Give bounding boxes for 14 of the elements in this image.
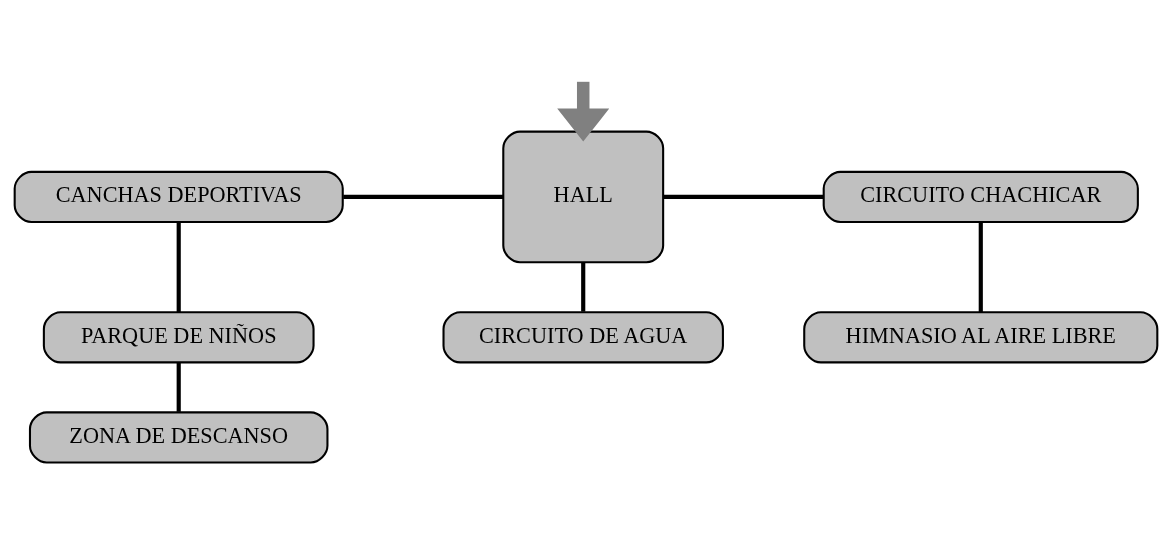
node-box: CIRCUITO CHACHICAR bbox=[822, 170, 1139, 223]
node-box: PARQUE DE NIÑOS bbox=[42, 311, 315, 364]
connector bbox=[663, 194, 824, 200]
node-box: ZONA DE DESCANSO bbox=[28, 411, 329, 464]
connector bbox=[176, 222, 181, 312]
node-box: CIRCUITO DE AGUA bbox=[442, 311, 724, 364]
node-box: HIMNASIO AL AIRE LIBRE bbox=[803, 311, 1159, 364]
connector bbox=[978, 222, 983, 312]
connector bbox=[343, 194, 504, 200]
connector bbox=[176, 362, 181, 412]
arrow bbox=[557, 81, 610, 142]
node-box: HALL bbox=[502, 130, 665, 264]
node-box: CANCHAS DEPORTIVAS bbox=[13, 170, 344, 223]
connector bbox=[581, 262, 586, 312]
